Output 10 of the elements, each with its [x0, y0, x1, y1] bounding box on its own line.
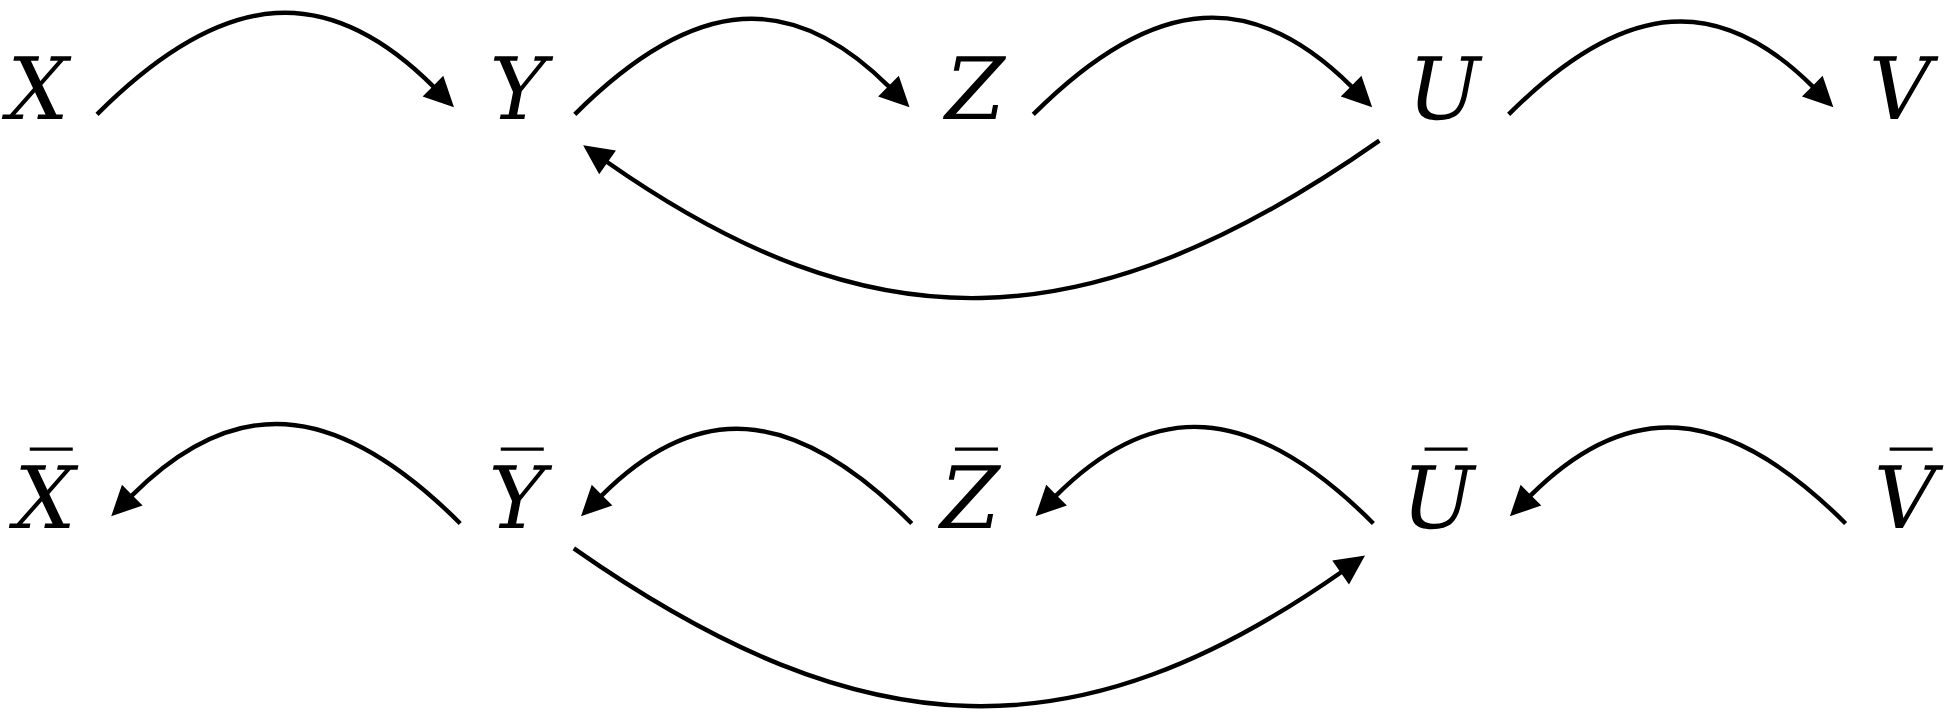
variable-symbol: V̅	[1878, 447, 1944, 528]
variable-symbol: Y	[493, 56, 554, 119]
variable-symbol: X	[1, 56, 72, 119]
variable-symbol: U	[1417, 56, 1483, 121]
variable-symbol: X̅	[8, 447, 79, 528]
variable-symbol: Z	[942, 56, 1007, 119]
variable-symbol: U̅	[1411, 447, 1477, 530]
variable-symbol: V	[1873, 56, 1939, 119]
variable-symbol: Z̅	[937, 447, 1002, 528]
variable-symbol: Y̅	[492, 447, 553, 528]
